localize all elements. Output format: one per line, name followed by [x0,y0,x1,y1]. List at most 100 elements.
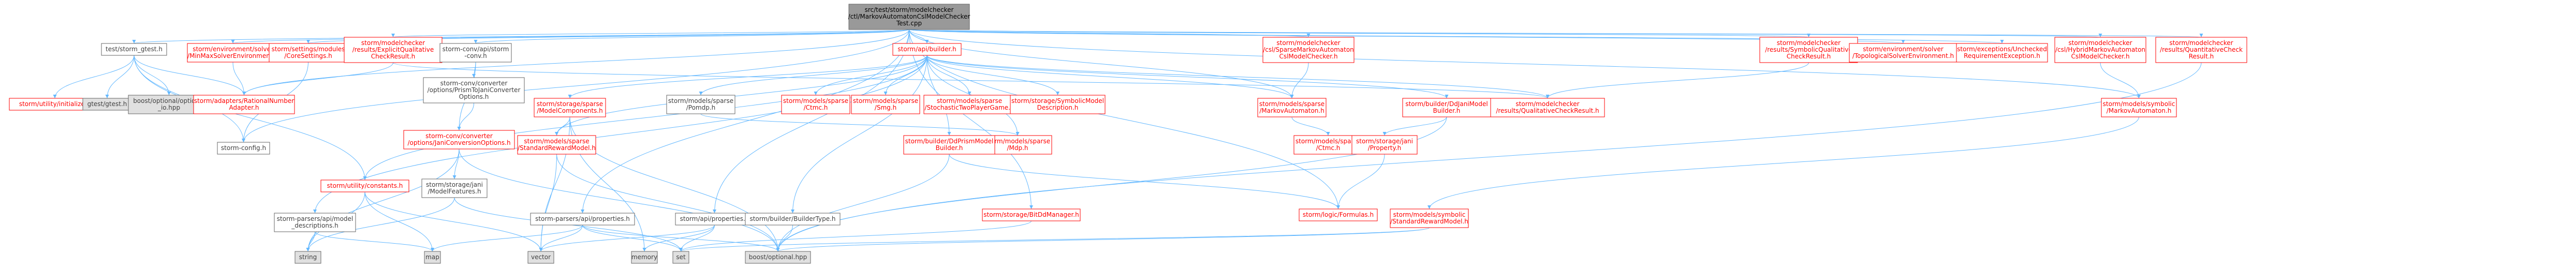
node-box [2054,37,2146,63]
node-label-line: Adapter.h [229,104,259,111]
node-label-line: storm/adapters/RationalNumber [194,97,294,104]
dependency-edge [457,102,474,131]
node-box [423,77,525,103]
graph-node-convapi[interactable]: storm-conv/api/storm-conv.h [439,43,512,63]
dependency-edge [306,148,460,252]
graph-node-minmax[interactable]: storm/environment/solver/MinMaxSolverEnv… [187,43,279,63]
graph-node-janiconv[interactable]: storm-conv/converter/options/JaniConvers… [403,130,515,150]
dependency-edge [242,62,393,96]
graph-node-symmarkov[interactable]: storm/models/symbolic/MarkovAutomaton.h [2101,98,2177,117]
node-box [1390,208,1469,228]
node-label-line: /results/ExplicitQualitative [352,46,434,53]
graph-node-stochtwo[interactable]: storm/models/sparse/StochasticTwoPlayerG… [923,95,1015,114]
dependency-edge [642,225,715,252]
graph-node-root[interactable]: src/test/storm/modelchecker/ctl/MarkovAu… [848,4,970,30]
node-label-line: storm/utility/constants.h [327,182,403,189]
dependency-edge [459,148,780,252]
graph-node-coresettings[interactable]: storm/settings/modules/CoreSettings.h [269,43,348,63]
graph-node-markovaut[interactable]: storm/models/sparse/MarkovAutomaton.h [1257,98,1327,117]
graph-node-smgh[interactable]: storm/models/sparse/Smg.h [851,95,920,114]
graph-node-apibuilder[interactable]: storm/api/builder.h [892,43,962,56]
dependency-edge [776,227,1430,252]
node-box [403,130,515,150]
node-label-line: memory [631,253,657,261]
node-label-line: CheckResult.h [1787,53,1831,60]
graph-node-symstdreward[interactable]: storm/models/symbolic/StandardRewardMode… [1390,208,1469,228]
node-layer: src/test/storm/modelchecker/ctl/MarkovAu… [9,4,2247,264]
node-label-line: Builder.h [1433,107,1461,114]
graph-node-logicform[interactable]: storm/logic/Formulas.h [1299,208,1378,221]
graph-node-ctmch[interactable]: storm/models/sparse/Ctmc.h [781,95,850,114]
node-label-line: _descriptions.h [291,222,338,229]
graph-node-explicitqual[interactable]: storm/modelchecker/results/ExplicitQuali… [344,37,443,63]
node-label-line: Builder.h [936,144,963,152]
graph-node-stormconfig[interactable]: storm-config.h [217,142,270,155]
dependency-edge [232,62,246,96]
graph-node-sparsemacsl[interactable]: storm/modelchecker/csl/SparseMarkovAutom… [1262,37,1355,63]
node-label-line: storm/models/symbolic [2103,100,2175,108]
dependency-edge [776,225,793,252]
node-box [903,135,995,155]
graph-node-hybridmacsl[interactable]: storm/modelchecker/csl/HybridMarkovAutom… [2054,37,2146,63]
node-label-line: /StandardRewardModel.h [518,144,596,152]
graph-node-property[interactable]: storm/storage/jani/Property.h [1351,135,1418,155]
graph-node-gtest[interactable]: test/storm_gtest.h [101,43,167,56]
graph-node-unchecked[interactable]: storm/exceptions/UncheckedRequirementExc… [1956,43,2048,63]
graph-node-buildertype[interactable]: storm/builder/BuilderType.h [745,213,841,226]
node-box [923,95,1015,114]
graph-node-quantres[interactable]: storm/modelchecker/results/QuantitativeC… [2155,37,2247,63]
dependency-edge [909,29,2141,99]
node-box [1257,98,1327,117]
node-box [1402,98,1491,117]
node-label-line: /results/QualitativeCheckResult.h [1496,107,1599,114]
node-label-line: CheckResult.h [371,53,415,60]
graph-node-utilconst[interactable]: storm/utility/constants.h [320,180,409,192]
node-label-line: storm/models/sparse [783,97,848,104]
graph-node-parserprop[interactable]: storm-parsers/api/properties.h [530,213,635,226]
node-label-line: storm/logic/Formulas.h [1303,211,1374,218]
dependency-edge [555,55,928,136]
node-label-line: /results/QuantitativeCheck [2160,46,2243,53]
node-box [1351,135,1418,155]
graph-node-apiprop[interactable]: storm/api/properties.h [675,213,754,226]
node-label-line: storm/models/sparse [985,138,1050,145]
dependency-edge [231,29,909,44]
dependency-edge [133,29,909,44]
dependency-edge [581,29,909,214]
node-label-line: /Smg.h [875,104,896,111]
graph-node-string: string [295,251,321,264]
dependency-edge [1382,116,1447,136]
graph-node-stdreward[interactable]: storm/models/sparse/StandardRewardModel.… [517,135,596,155]
graph-node-bisim[interactable]: storm/storage/BitDdManager.h [982,208,1081,221]
node-label-line: boost/optional.hpp [749,253,807,261]
node-label-line: /ModelComponents.h [537,107,602,114]
node-label-line: storm/modelchecker [2068,39,2132,47]
graph-node-modelfeat[interactable]: storm/storage/jani/ModelFeatures.h [421,178,488,198]
graph-node-parsermodel[interactable]: storm-parsers/api/model_descriptions.h [274,213,356,232]
node-label-line: /Ctmc.h [804,104,828,111]
node-label-line: storm/storage/SymbolicModel [1011,97,1104,104]
node-label-line: RequirementException.h [1964,52,2040,59]
graph-node-prismconv[interactable]: storm-conv/converter/options/PrismToJani… [423,77,525,103]
graph-node-modelcomp[interactable]: storm/storage/sparse/ModelComponents.h [534,98,606,117]
node-label-line: src/test/storm/modelchecker [865,6,954,13]
node-box [672,251,689,264]
graph-node-symqual[interactable]: storm/modelchecker/results/SymbolicQuali… [1759,37,1858,63]
node-label-line: storm/modelchecker [1276,39,1340,47]
node-box [1490,98,1605,117]
graph-node-pomdph[interactable]: storm/models/sparse/Pomdp.h [666,95,735,114]
dependency-edge [776,62,2202,252]
node-label-line: storm/api/properties.h [680,215,749,222]
node-label-line: string [299,253,317,261]
node-box [892,43,962,56]
graph-node-utilinit[interactable]: storm/utility/initialize.h [9,98,101,111]
graph-node-qualres[interactable]: storm/modelchecker/results/QualitativeCh… [1490,98,1605,117]
graph-node-topoenv[interactable]: storm/environment/solver/TopologicalSolv… [1849,43,1957,63]
graph-node-ctmcsparse[interactable]: storm/models/sparse/Ctmc.h [1293,135,1363,155]
graph-node-memory: memory [631,251,658,264]
